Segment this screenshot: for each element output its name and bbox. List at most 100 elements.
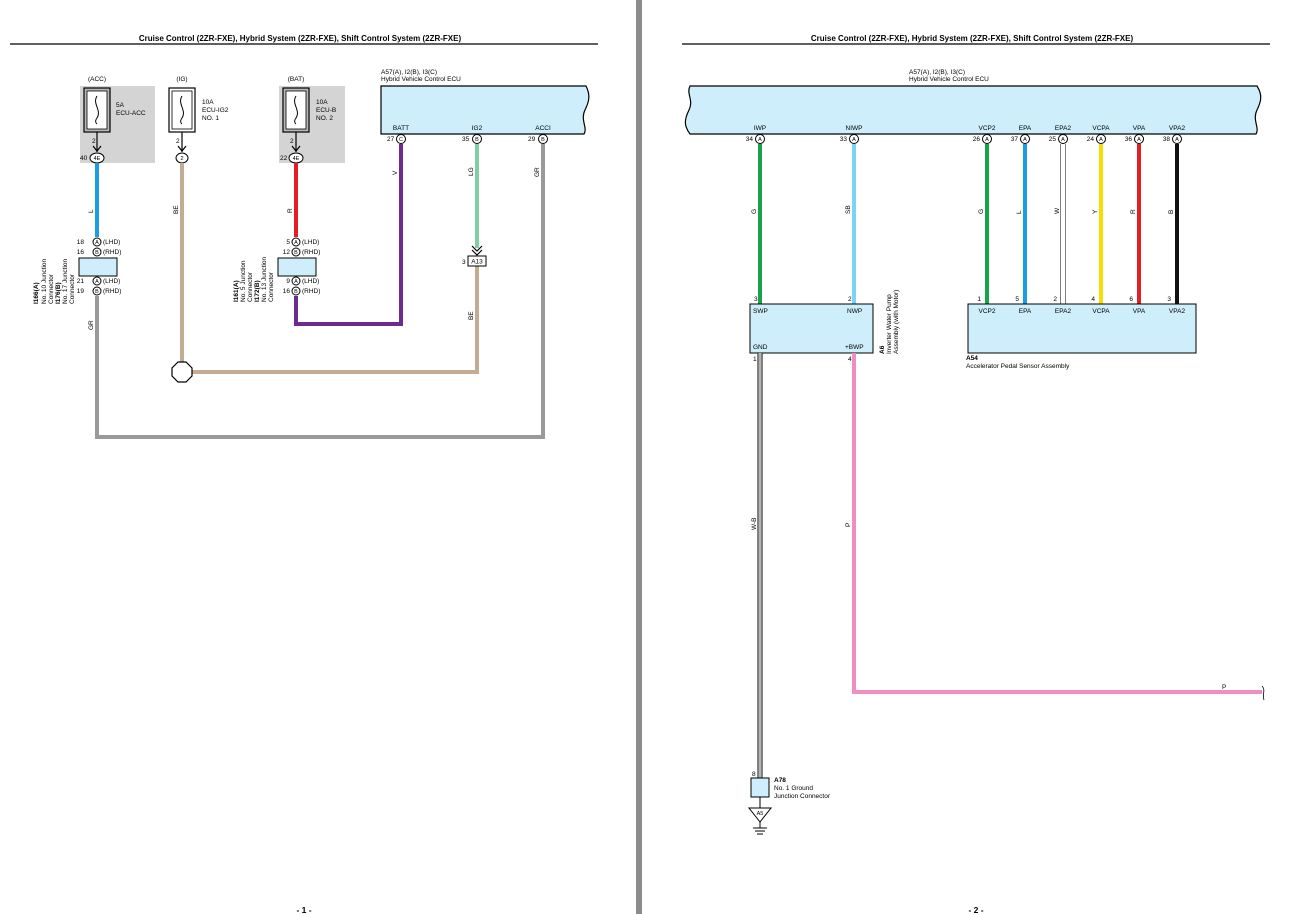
pedal-pin-name: EPA2 (1055, 308, 1072, 315)
svg-text:I176(B): I176(B) (55, 282, 62, 304)
ecu-pin-ig2: IG2 35 B (462, 125, 483, 144)
svg-text:No. 17 Junction: No. 17 Junction (62, 258, 69, 304)
svg-text:16: 16 (77, 249, 85, 256)
pedal-pin-num: 4 (1091, 296, 1095, 303)
pedal-code: A54 (966, 355, 978, 362)
ecu-pin-num: 36 (1125, 136, 1133, 143)
svg-text:29: 29 (528, 136, 536, 143)
ecu-pin-circle (755, 134, 765, 144)
splice-point (171, 361, 193, 383)
ecu-pin-conn: A (985, 137, 989, 143)
svg-text:18: 18 (77, 239, 85, 246)
ecu-pin-circle (1058, 134, 1068, 144)
svg-text:ACCI: ACCI (535, 125, 551, 132)
pedal-pin-num: 2 (1053, 296, 1057, 303)
svg-text:Connector: Connector (69, 273, 76, 304)
ecu-pin-conn: A (1175, 137, 1179, 143)
svg-text:(LHD): (LHD) (103, 239, 120, 246)
svg-text:(LHD): (LHD) (103, 278, 120, 285)
page-1-content: Cruise Control (2ZR-FXE), Hybrid System … (10, 34, 598, 914)
svg-text:Connector: Connector (268, 271, 275, 302)
pedal-pin-name: VCP2 (979, 308, 996, 315)
ecu-pin-name: VPA2 (1169, 125, 1186, 132)
fuse-acc-label: (ACC) (88, 76, 106, 83)
svg-text:B: B (294, 289, 298, 295)
svg-text:B: B (294, 250, 298, 256)
svg-text:B: B (475, 137, 479, 143)
pedal-pin-name: EPA (1019, 308, 1032, 315)
fuse-bat-rating: 10A (316, 99, 328, 106)
fuse-ig-label: (IG) (176, 76, 187, 83)
ecu-pin-circle (1096, 134, 1106, 144)
junction-connector-1: 18 A (LHD) 16 B (RHD) 21 A (LHD) 19 B (R… (33, 237, 121, 304)
svg-text:(RHD): (RHD) (302, 249, 320, 256)
fuse-acc-conn: 4E (94, 156, 101, 162)
svg-text:A: A (294, 279, 298, 285)
pump-name2: Assembly (with Motor) (893, 290, 900, 354)
pump-name1: Inverter Water Pump (886, 294, 893, 354)
fuse-bat-pin: 2 (290, 138, 294, 145)
pedal-sensor-block (967, 303, 1197, 354)
fuse-bat-name: ECU-B (316, 107, 336, 114)
wire-gnd-label: W-B (751, 517, 758, 530)
svg-text:21: 21 (77, 278, 85, 285)
ecu-pin-num: 34 (746, 136, 754, 143)
ecu-pin-num: 24 (1087, 136, 1095, 143)
fuse-icon (95, 95, 99, 125)
wire-color-label: L (1016, 210, 1023, 214)
svg-text:16: 16 (283, 288, 291, 295)
fuse-bat: 10A ECU-B NO. 2 2 22 4E (280, 87, 336, 164)
ecu-pin-circle (1020, 134, 1030, 144)
fuse-acc-rating: 5A (116, 102, 125, 109)
svg-text:B: B (541, 137, 545, 143)
page-2-content: Cruise Control (2ZR-FXE), Hybrid System … (682, 34, 1270, 914)
svg-text:Connector: Connector (48, 273, 55, 304)
svg-text:No. 5 Junction: No. 5 Junction (240, 260, 247, 302)
fuse-ig-name: ECU-IG2 (202, 107, 229, 114)
wire-color-label: R (1130, 209, 1137, 214)
ecu-pin-circle (1172, 134, 1182, 144)
pump-pin-swp: SWP (753, 308, 768, 315)
ground-icon: A5 (747, 807, 773, 835)
svg-text:A78: A78 (774, 777, 786, 784)
ground-junction-connector: 8 A78 No. 1 Ground Junction Connector (750, 771, 831, 800)
wire-a13-out-label: BE (468, 311, 475, 320)
pedal-pin-name: VCPA (1092, 308, 1110, 315)
svg-text:B: B (95, 289, 99, 295)
pump-assembly-block (749, 303, 874, 354)
connector-a13: A13 3 (462, 245, 487, 267)
ecu-pin-num: 33 (840, 136, 848, 143)
svg-text:I161(A): I161(A) (233, 280, 240, 302)
svg-text:3: 3 (462, 259, 466, 266)
ecu-block-p2 (684, 85, 1262, 135)
svg-text:(LHD): (LHD) (302, 239, 319, 246)
page-1-header: Cruise Control (2ZR-FXE), Hybrid System … (139, 34, 462, 43)
svg-text:Junction Connector: Junction Connector (774, 793, 831, 800)
wire-color-label: G (978, 209, 985, 214)
wire-batt-v (294, 144, 403, 326)
ecu-pin-num: 37 (1011, 136, 1019, 143)
ecu-pin-conn: A (758, 137, 762, 143)
pump-pin-bwp: +BWP (845, 344, 864, 351)
svg-text:A: A (294, 240, 298, 246)
wire-color-label: SB (845, 205, 852, 214)
svg-text:35: 35 (462, 136, 470, 143)
svg-text:5: 5 (286, 239, 290, 246)
svg-text:19: 19 (77, 288, 85, 295)
fuse-ig: 10A ECU-IG2 NO. 1 2 2 (168, 87, 229, 164)
fuse-acc-pin: 2 (92, 138, 96, 145)
fuse-acc: 5A ECU-ACC 2 40 4E (80, 87, 146, 164)
svg-text:C: C (399, 137, 403, 143)
wire-a13-be (182, 266, 479, 374)
svg-text:BATT: BATT (393, 125, 409, 132)
svg-text:A: A (95, 240, 99, 246)
ground-name: A5 (757, 811, 764, 817)
fuse-icon (180, 95, 184, 125)
